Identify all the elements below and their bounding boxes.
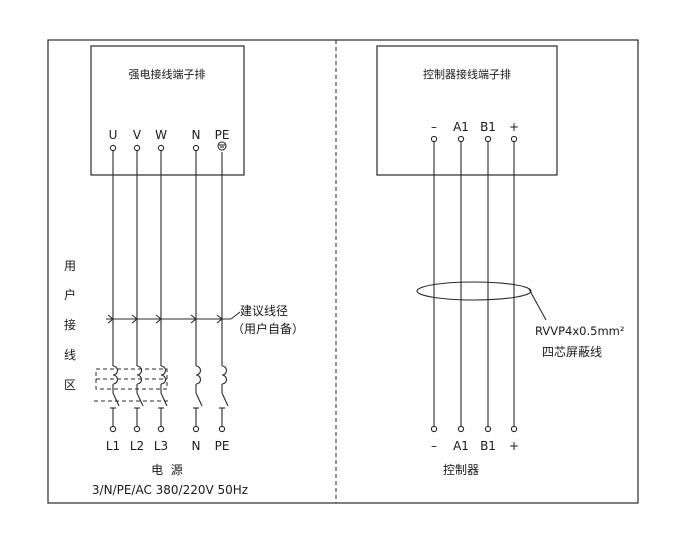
terminal-label-n: N — [192, 128, 201, 142]
control-wires — [433, 141, 515, 426]
svg-text:用: 用 — [64, 259, 76, 273]
wire-gauge-marker — [106, 311, 241, 324]
supply-terminal-l2 — [133, 425, 141, 433]
svg-text:区: 区 — [64, 378, 76, 392]
wire-gauge-annotation: 建议线径 — [240, 304, 288, 318]
power-wires — [112, 150, 223, 366]
control-terminal-b1 — [484, 135, 492, 143]
cable-spec-label: RVVP4x0.5mm² — [535, 324, 624, 338]
control-terminal-block — [376, 45, 558, 176]
three-pole-breaker-outline — [94, 368, 170, 402]
control-terminal-block-title: 控制器接线端子排 — [423, 67, 511, 81]
supply-label-pe: PE — [215, 439, 230, 453]
control-terminal-label-plus: + — [509, 120, 519, 134]
controller-label-a1: A1 — [453, 439, 469, 453]
terminal-u — [109, 144, 117, 152]
controller-label-plus: + — [509, 439, 519, 453]
shielded-cable-bundle — [416, 281, 532, 301]
control-terminal-label-minus: – — [431, 120, 437, 134]
supply-label-l1: L1 — [106, 439, 120, 453]
supply-terminal-l3 — [157, 425, 165, 433]
controller-label-b1: B1 — [480, 439, 496, 453]
terminal-n — [192, 144, 200, 152]
controller-terminal-plus — [510, 425, 518, 433]
supply-label-l2: L2 — [130, 439, 144, 453]
supply-label-l3: L3 — [154, 439, 168, 453]
cable-type-label: 四芯屏蔽线 — [542, 345, 602, 359]
svg-text:户: 户 — [64, 287, 76, 302]
control-terminal-plus — [510, 135, 518, 143]
supply-terminal-n — [192, 425, 200, 433]
supply-label-n: N — [192, 439, 201, 453]
terminal-v — [133, 144, 141, 152]
outer-frame — [47, 39, 639, 504]
control-terminal-label-a1: A1 — [453, 120, 469, 134]
supply-terminal-l1 — [109, 425, 117, 433]
controller-terminal-b1 — [484, 425, 492, 433]
terminal-w — [157, 144, 165, 152]
terminal-label-u: U — [109, 128, 118, 142]
user-wiring-zone-label: 用 户 接 线 区 — [64, 259, 76, 392]
user-supplied-note: （用户自备） — [232, 321, 304, 336]
supply-terminal-pe — [218, 425, 226, 433]
cable-leader-line — [528, 288, 547, 321]
terminal-label-w: W — [155, 128, 167, 142]
control-terminal-label-b1: B1 — [480, 120, 496, 134]
controller-label-minus: – — [431, 439, 437, 453]
svg-text:接: 接 — [64, 317, 76, 332]
controller-title: 控制器 — [443, 463, 479, 477]
control-terminal-minus — [430, 135, 438, 143]
power-terminal-block-title: 强电接线端子排 — [129, 67, 206, 81]
right-panel: 控制器接线端子排 – A1 B1 + RVVP4x0.5mm² 四芯屏蔽线 – … — [376, 45, 624, 477]
terminal-label-pe: PE — [215, 128, 230, 142]
ground-icon — [217, 141, 227, 151]
power-source-title: 电 源 — [151, 463, 183, 477]
controller-terminal-a1 — [457, 425, 465, 433]
terminal-label-v: V — [133, 128, 142, 142]
controller-terminal-minus — [430, 425, 438, 433]
left-panel: 强电接线端子排 U V W N PE — [64, 45, 304, 497]
control-terminal-a1 — [457, 135, 465, 143]
power-terminal-block — [90, 45, 245, 176]
power-source-spec: 3/N/PE/AC 380/220V 50Hz — [92, 483, 248, 497]
switch-blades — [110, 392, 229, 426]
svg-text:线: 线 — [64, 348, 76, 362]
